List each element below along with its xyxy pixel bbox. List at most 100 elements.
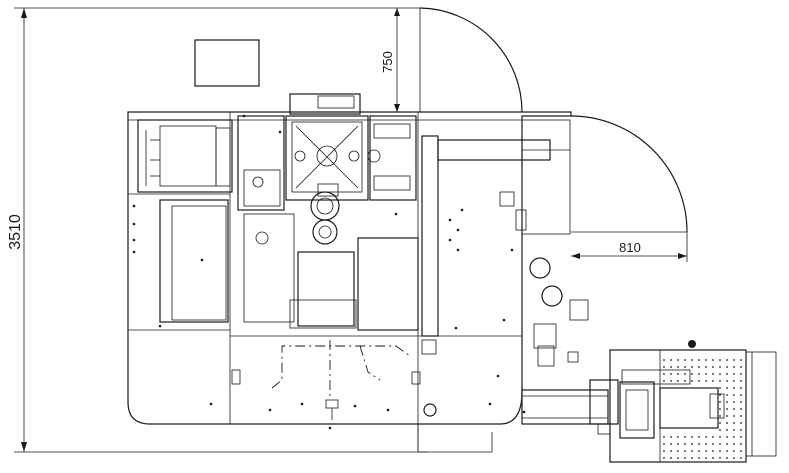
perforation-dot	[740, 401, 742, 403]
perforation-dot	[719, 394, 721, 396]
conveyor	[521, 379, 619, 435]
perforation-dot	[698, 457, 700, 459]
perforation-dot	[740, 380, 742, 382]
perforated-table	[663, 359, 742, 459]
perforation-dot	[712, 450, 714, 452]
perforation-dot	[719, 436, 721, 438]
perforation-dot	[726, 373, 728, 375]
perforation-dot	[670, 443, 672, 445]
perforation-dot	[726, 429, 728, 431]
right-column	[421, 119, 571, 337]
perforation-dot	[719, 450, 721, 452]
perforation-dot	[684, 450, 686, 452]
dimension-height-label: 3510	[7, 214, 24, 250]
perforation-dot	[691, 436, 693, 438]
perforation-dot	[698, 359, 700, 361]
perforation-dot	[726, 443, 728, 445]
perforation-dot	[733, 380, 735, 382]
perforation-dot	[726, 387, 728, 389]
perforation-dot	[684, 457, 686, 459]
perforation-dot	[740, 359, 742, 361]
perforation-dot	[670, 450, 672, 452]
perforation-dot	[677, 436, 679, 438]
door-swing-top	[419, 7, 523, 113]
perforation-dot	[719, 415, 721, 417]
perforation-dot	[726, 401, 728, 403]
left-lower-cabinet	[128, 199, 230, 331]
perforation-dot	[740, 443, 742, 445]
right-side-components	[529, 257, 589, 367]
perforation-dot	[663, 373, 665, 375]
perforation-dot	[691, 450, 693, 452]
perforation-dot	[691, 373, 693, 375]
perforation-dot	[733, 401, 735, 403]
guide-lines	[271, 340, 411, 400]
dimension-height: 3510	[7, 7, 428, 453]
perforation-dot	[719, 373, 721, 375]
perforation-dot	[712, 457, 714, 459]
perforation-dot	[712, 373, 714, 375]
center-module-upper	[237, 93, 369, 245]
perforation-dot	[698, 443, 700, 445]
perforation-dot	[691, 380, 693, 382]
perforation-dot	[677, 380, 679, 382]
perforation-dot	[719, 408, 721, 410]
perforation-dot	[684, 366, 686, 368]
perforation-dot	[719, 366, 721, 368]
perforation-dot	[705, 359, 707, 361]
perforation-dot	[719, 422, 721, 424]
perforation-dot	[740, 450, 742, 452]
perforation-dot	[705, 373, 707, 375]
perforation-dot	[726, 436, 728, 438]
perforation-dot	[733, 415, 735, 417]
dimension-right-label: 810	[619, 240, 641, 255]
perforation-dot	[719, 387, 721, 389]
fastener-dots	[132, 114, 526, 430]
perforation-dot	[684, 436, 686, 438]
perforation-dot	[712, 359, 714, 361]
perforation-dot	[691, 366, 693, 368]
perforation-dot	[705, 450, 707, 452]
perforation-dot	[705, 380, 707, 382]
perforation-dot	[691, 359, 693, 361]
perforation-dot	[733, 366, 735, 368]
perforation-dot	[684, 380, 686, 382]
perforation-dot	[677, 373, 679, 375]
door-swing-right	[570, 115, 688, 233]
perforation-dot	[740, 436, 742, 438]
perforation-dot	[691, 443, 693, 445]
perforation-dot	[712, 443, 714, 445]
perforation-dot	[712, 366, 714, 368]
perforation-dot	[670, 373, 672, 375]
perforation-dot	[670, 457, 672, 459]
perforation-dot	[740, 422, 742, 424]
perforation-dot	[677, 359, 679, 361]
dimension-top-clearance: 750	[380, 8, 420, 113]
machine-body	[127, 111, 572, 453]
perforation-dot	[719, 380, 721, 382]
perforation-dot	[733, 387, 735, 389]
perforation-dot	[726, 359, 728, 361]
perforation-dot	[733, 394, 735, 396]
perforation-dot	[663, 366, 665, 368]
perforation-dot	[726, 457, 728, 459]
perforation-dot	[698, 436, 700, 438]
perforation-dot	[705, 443, 707, 445]
perforation-dot	[663, 359, 665, 361]
perforation-dot	[733, 457, 735, 459]
perforation-dot	[663, 436, 665, 438]
perforation-dot	[740, 457, 742, 459]
perforation-dot	[670, 380, 672, 382]
perforation-dot	[733, 450, 735, 452]
perforation-dot	[719, 457, 721, 459]
perforation-dot	[726, 366, 728, 368]
perforation-dot	[663, 443, 665, 445]
perforation-dot	[698, 373, 700, 375]
perforation-dot	[663, 380, 665, 382]
perforation-dot	[733, 359, 735, 361]
bottom-components	[231, 339, 437, 420]
perforation-dot	[684, 373, 686, 375]
perforation-dot	[719, 401, 721, 403]
perforation-dot	[733, 436, 735, 438]
